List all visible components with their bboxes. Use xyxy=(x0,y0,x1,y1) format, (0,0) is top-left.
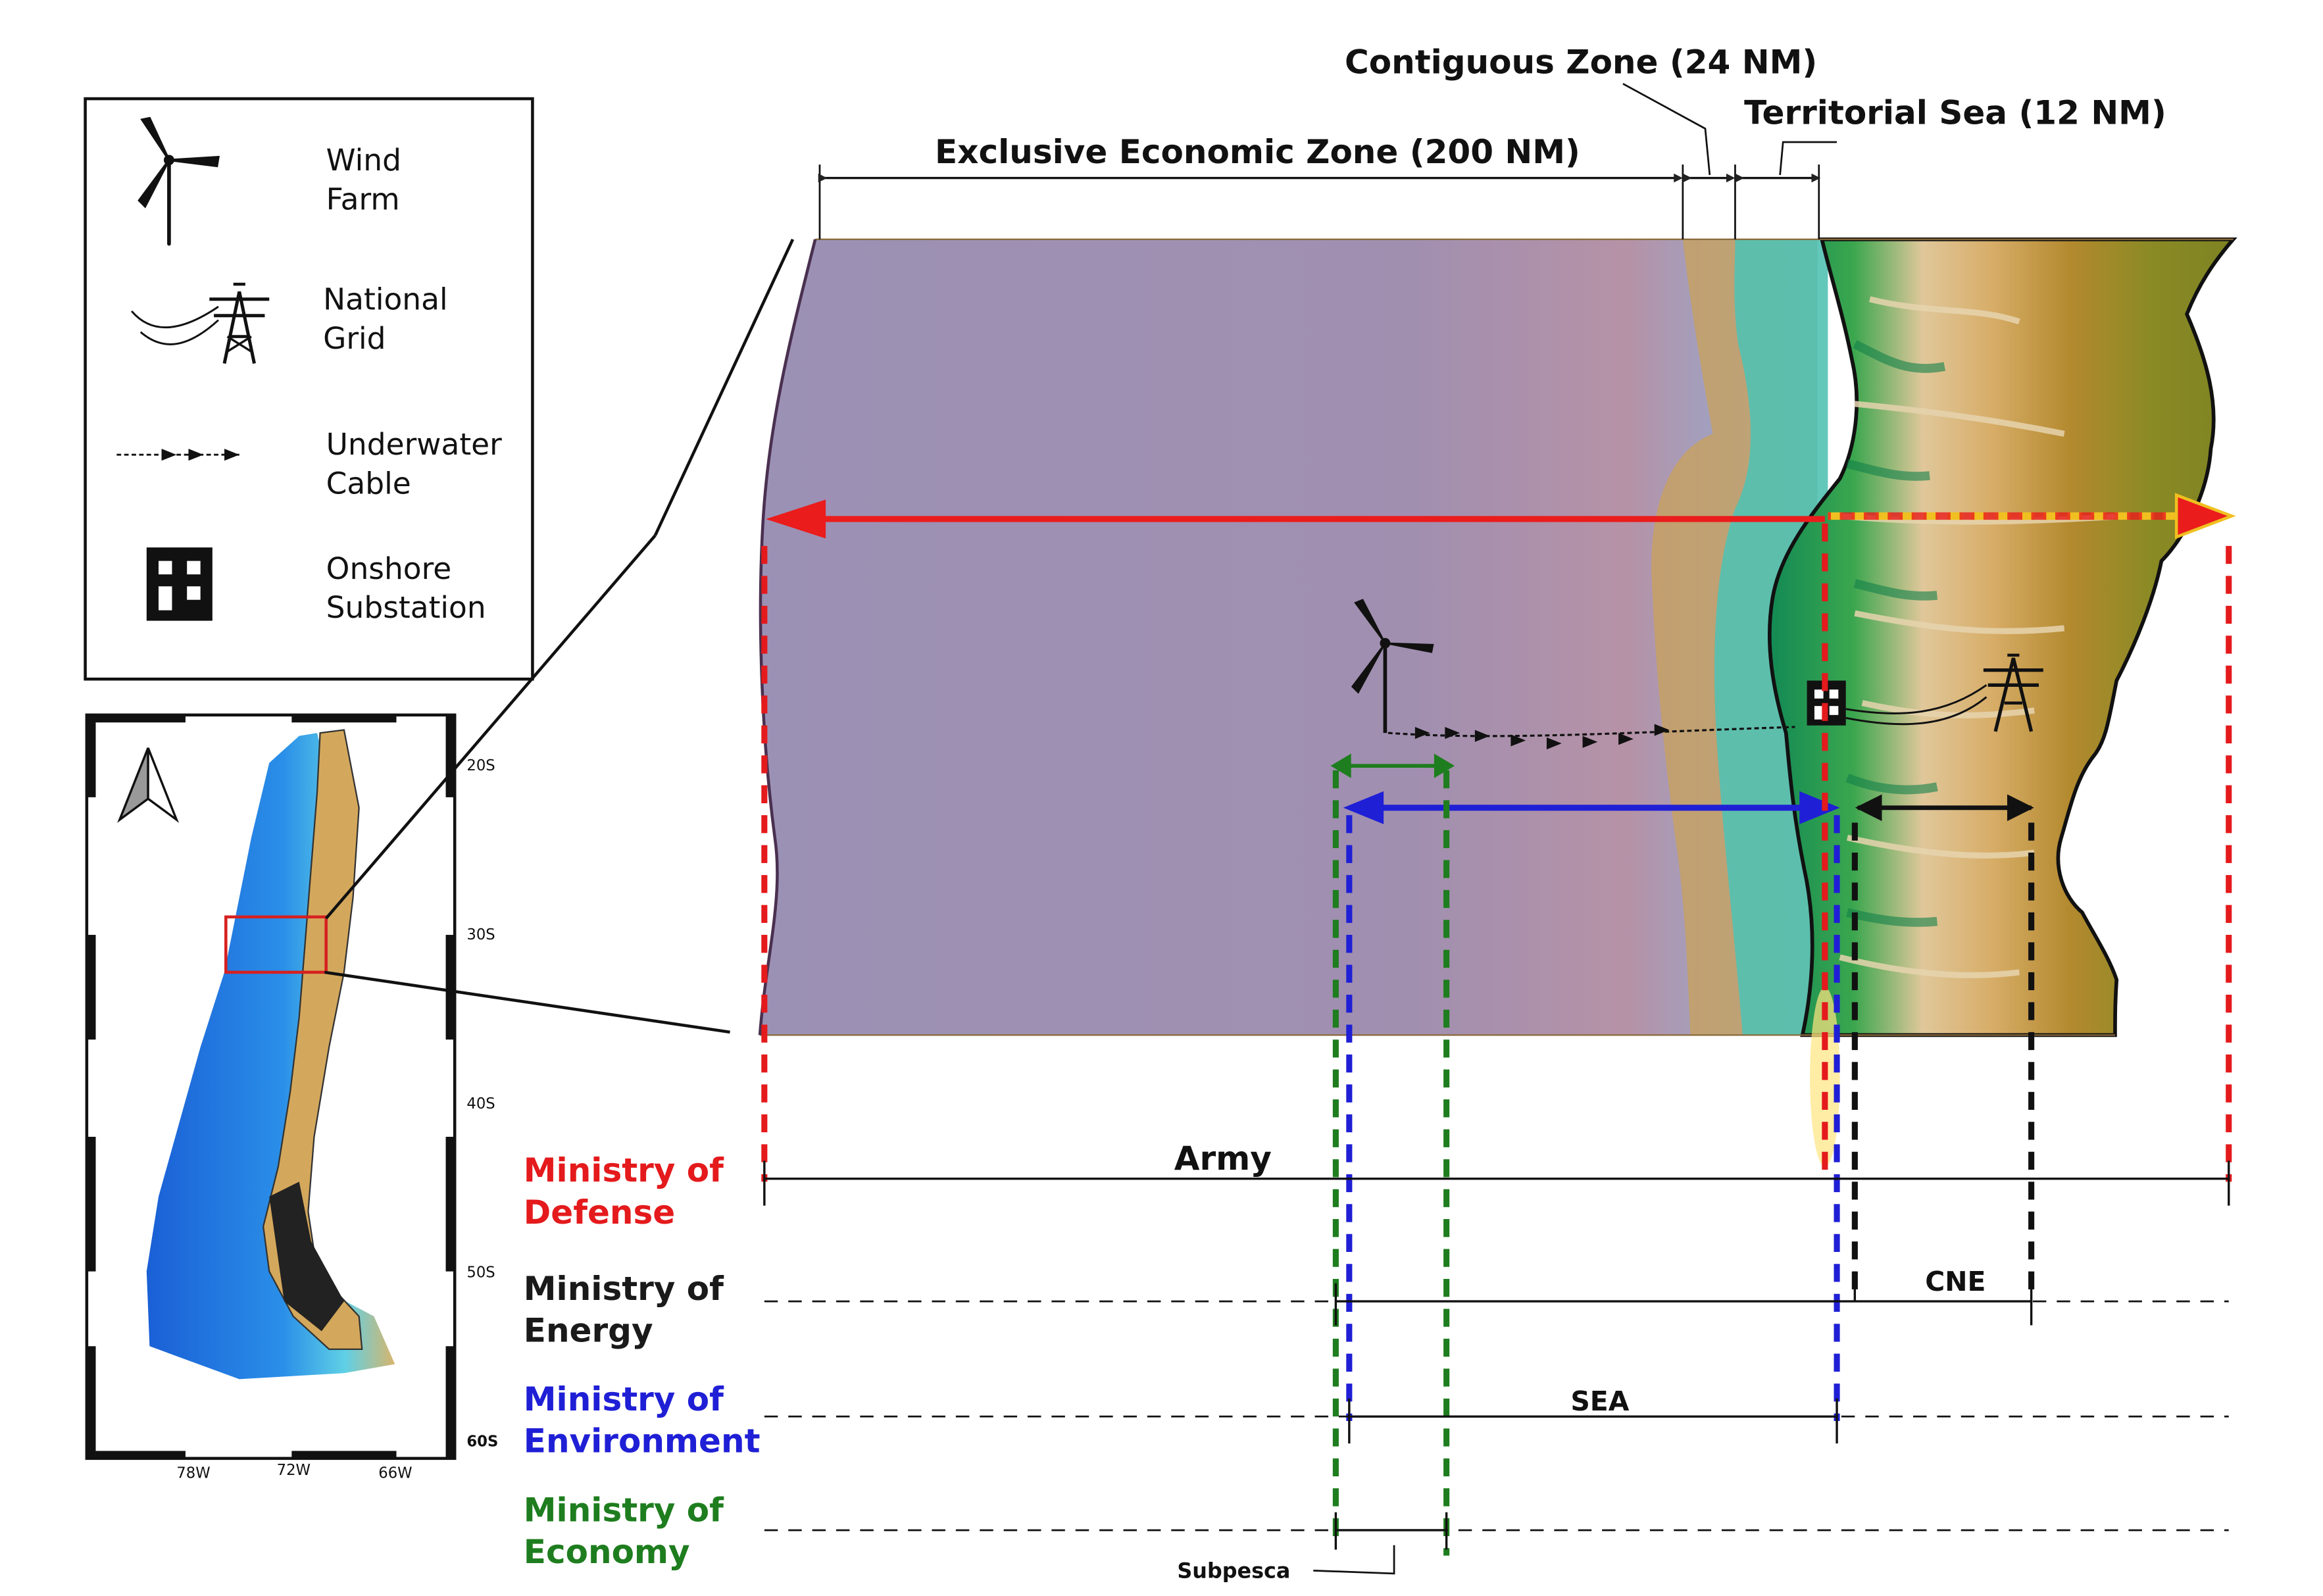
legend-national-grid-line1: National xyxy=(323,282,447,317)
offshore-wind-turbine-icon xyxy=(1351,599,1434,734)
substation-icon xyxy=(146,547,212,621)
legend-underwater-cable-line2: Cable xyxy=(326,466,411,501)
inset-map: 20S 30S 40S 50S 60S 78W 72W 66W xyxy=(85,713,498,1482)
main-map xyxy=(758,237,2237,1167)
zoom-connectors xyxy=(324,238,795,1034)
ministry-economy-label-1: Ministry of xyxy=(524,1491,724,1529)
ministry-economy-row: Ministry of Economy Subpesca xyxy=(524,1491,2229,1584)
lat-label-50s: 50S xyxy=(466,1264,495,1282)
ministry-energy-row: Ministry of Energy CNE xyxy=(524,1266,2229,1349)
agency-sea-label: SEA xyxy=(1570,1385,1629,1417)
contiguous-zone-label: Contiguous Zone (24 NM) xyxy=(1345,43,1817,81)
legend-underwater-cable-line1: Underwater xyxy=(326,427,502,462)
chile-south-islands xyxy=(269,1182,344,1332)
zone-dimensions: Exclusive Economic Zone (200 NM) Contigu… xyxy=(818,43,2166,239)
ministry-defense-label-2: Defense xyxy=(524,1193,675,1232)
inset-selection-box xyxy=(224,915,328,974)
defense-arrow xyxy=(766,493,2236,539)
ocean-region xyxy=(760,239,1818,1035)
north-arrow-icon xyxy=(117,747,180,823)
lat-label-60s: 60S xyxy=(466,1434,498,1451)
agency-subpesca-label: Subpesca xyxy=(1177,1559,1290,1584)
ministry-defense-row: Ministry of Defense Army xyxy=(524,1139,2230,1232)
ministry-energy-label-1: Ministry of xyxy=(524,1270,724,1308)
lat-label-20s: 20S xyxy=(466,757,495,774)
ministry-economy-label-2: Economy xyxy=(524,1533,690,1571)
agency-army-label: Army xyxy=(1174,1139,1272,1178)
underwater-cable-icon xyxy=(1387,724,1795,750)
transmission-tower-icon xyxy=(130,282,270,364)
eez-boundary xyxy=(758,239,817,1035)
ministry-environment-row: Ministry of Environment SEA xyxy=(524,1380,2229,1460)
eez-label: Exclusive Economic Zone (200 NM) xyxy=(935,133,1580,171)
lat-label-30s: 30S xyxy=(466,926,495,943)
legend-onshore-substation-line2: Substation xyxy=(326,590,486,625)
ministry-energy-label-2: Energy xyxy=(524,1311,653,1349)
vertical-guides xyxy=(761,523,2232,1556)
lon-label-78w: 78W xyxy=(176,1464,210,1482)
legend-wind-farm-line2: Farm xyxy=(326,182,400,216)
cable-arrow-icon xyxy=(116,449,239,461)
chile-ocean-shape xyxy=(146,733,395,1380)
territorial-sea-label: Territorial Sea (12 NM) xyxy=(1744,94,2166,132)
lat-label-40s: 40S xyxy=(466,1095,495,1112)
ministry-environment-label-1: Ministry of xyxy=(524,1380,724,1418)
national-grid-tower-icon xyxy=(1845,653,2043,732)
lon-label-66w: 66W xyxy=(378,1464,412,1482)
river-valleys xyxy=(1839,296,2124,978)
legend-onshore-substation-line1: Onshore xyxy=(326,551,452,586)
map-frame-scale xyxy=(86,714,455,1459)
ministry-environment-label-2: Environment xyxy=(524,1422,761,1460)
agency-cne-label: CNE xyxy=(1925,1266,1986,1297)
legend-national-grid-line2: Grid xyxy=(323,321,386,356)
ministry-defense-label-1: Ministry of xyxy=(524,1151,724,1189)
legend: Wind Farm National Grid Underwater Cable xyxy=(84,97,534,681)
wind-turbine-icon xyxy=(137,116,220,246)
lon-label-72w: 72W xyxy=(277,1462,311,1479)
legend-wind-farm-line1: Wind xyxy=(326,143,401,178)
